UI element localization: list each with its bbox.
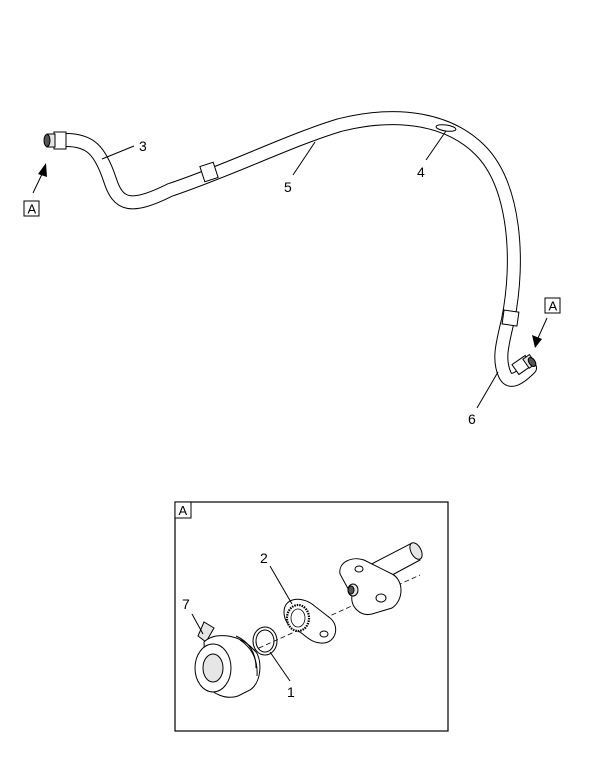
view-marker-left: A [23,163,47,217]
right-fitting [511,353,537,376]
hose-sleeve-right [501,309,520,327]
o-ring [252,626,278,656]
callout-1: 1 [287,684,295,700]
left-fitting [43,131,67,150]
view-marker-right: A [532,297,561,348]
hose-sleeve-left [199,161,219,183]
callout-3: 3 [139,138,147,154]
view-marker-left-label: A [28,202,37,217]
callout-2: 2 [260,550,268,566]
callout-6: 6 [468,411,476,427]
fitting-body [194,621,261,698]
callout-5: 5 [284,179,292,195]
callout-4: 4 [417,164,425,180]
hose-assembly [59,111,537,387]
flange-block [339,558,402,615]
detail-box-label: A [179,503,188,518]
arrow-up-icon [38,163,47,177]
gasket [283,598,337,644]
detail-view-a: A [174,501,449,732]
callout-7: 7 [182,596,190,612]
arrow-down-icon [532,335,542,348]
view-marker-right-label: A [549,299,558,314]
